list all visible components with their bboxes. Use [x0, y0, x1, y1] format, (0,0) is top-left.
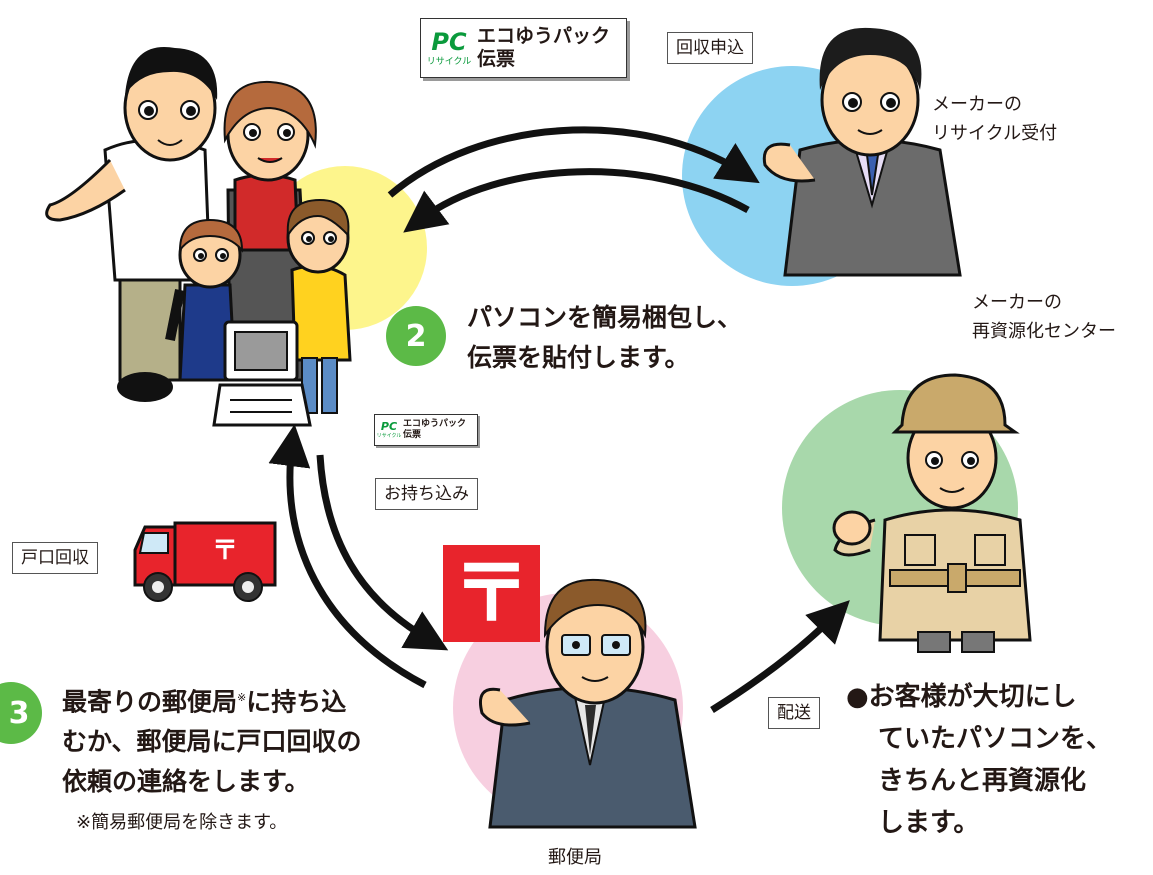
arrow-to-family — [403, 168, 750, 233]
truck-post-mark: 〒 — [212, 536, 238, 566]
ticket-line2: 伝票 — [477, 48, 516, 70]
step-3-note: ※簡易郵便局を除きます。 — [76, 812, 288, 833]
logo-subtitle-small: リサイクル — [376, 433, 402, 439]
label-door-pickup: 戸口回収 — [12, 542, 98, 574]
pc-recycle-logo-icon: PC — [431, 27, 467, 56]
arrow-pickup — [268, 424, 427, 689]
mail-truck-illustration: 〒 — [133, 521, 277, 602]
result-text: ●お客様が大切にし ていたパソコンを、 きちんと再資源化 します。 — [846, 682, 1113, 838]
label-delivery: 配送 — [768, 697, 820, 729]
family-illustration — [45, 46, 352, 427]
ticket-small-line2: 伝票 — [403, 430, 422, 440]
arrow-bring-in — [316, 454, 449, 651]
ticket-small-line1: エコゆうパック — [403, 419, 467, 429]
reception-staff-illustration — [762, 27, 962, 277]
post-office-sign: 〒 — [443, 545, 540, 642]
post-mark-icon: 〒 — [452, 548, 531, 639]
note-mark: ※ — [237, 691, 247, 704]
post-office-label: 郵便局 — [548, 847, 602, 868]
pc-recycle-logo-small-icon: PC — [380, 420, 398, 433]
arrow-to-reception — [387, 126, 760, 198]
label-bring-in: お持ち込み — [375, 478, 478, 510]
step-3-text: 最寄りの郵便局※に持ち込 むか、郵便局に戸口回収の 依頼の連絡をします。 — [62, 687, 362, 797]
eco-yu-pack-ticket-large: PC リサイクル エコゆうパック 伝票 — [420, 18, 627, 78]
maker-center-label: メーカーの 再資源化センター — [972, 292, 1116, 342]
eco-yu-pack-ticket-small: PC リサイクル エコゆうパック 伝票 — [374, 414, 478, 446]
step-2-text: パソコンを簡易梱包し、 伝票を貼付します。 — [467, 303, 743, 372]
recycling-worker-illustration — [832, 373, 1032, 653]
ticket-line1: エコゆうパック — [477, 25, 611, 47]
arrow-delivery — [710, 600, 850, 713]
logo-subtitle: リサイクル — [426, 56, 472, 67]
step-2-badge: 2 — [386, 306, 446, 366]
maker-reception-label: メーカーの リサイクル受付 — [932, 94, 1058, 144]
post-office-staff-illustration — [479, 578, 697, 829]
label-collection-request: 回収申込 — [667, 32, 753, 64]
